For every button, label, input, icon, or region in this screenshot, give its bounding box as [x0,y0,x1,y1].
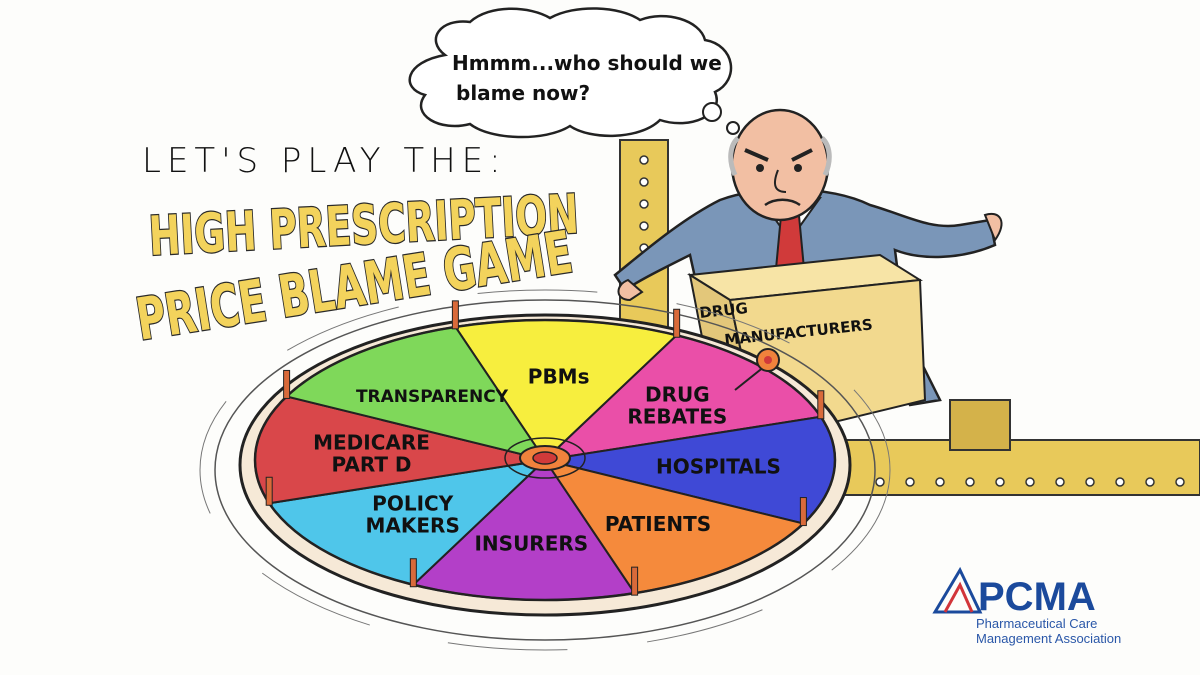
wheel-segment-label-line: MAKERS [366,514,460,538]
wheel-peg [817,390,825,420]
wheel-segment-label-line: REBATES [627,404,727,428]
pcma-logo-line-1: Pharmaceutical Care [976,616,1097,631]
wheel-segment-label-line: HOSPITALS [656,455,781,479]
wheel-peg [673,308,681,338]
wheel-segment-label-line: INSURERS [474,532,588,556]
wheel-shadow-ring [214,299,876,641]
head [730,108,830,222]
wheel-segment-label-line: DRUG [645,382,710,406]
wheel-peg [283,369,291,399]
box-label-line-1: DRUG [699,299,749,322]
left-hand [617,278,644,302]
right-eye [794,164,802,172]
wheel-hub-ring [504,437,586,479]
wheel-segment-label-line: PART D [332,452,412,476]
left-eye [756,164,764,172]
thought-bubble: Hmmm...who should we blame now? [408,7,753,145]
wheel-peg [409,558,417,588]
pointer-pivot-center [764,356,772,364]
wheel-peg [799,497,807,527]
thought-line-1: Hmmm...who should we [452,51,722,75]
wheel-segment-label-line: TRANSPARENCY [356,387,509,407]
wheel-segment-label: PATIENTS [605,512,711,536]
eyebrows [744,148,813,162]
mouth [764,198,801,207]
wheel-segment-label-line: POLICY [372,492,454,516]
wheel-pegs [265,300,825,596]
pcma-logo-mark [932,566,983,614]
wheel-segment-label-line: MEDICARE [313,430,430,454]
wheel-segment-label-line: PBMs [528,364,590,388]
machine-base [839,439,1200,496]
thought-dot-large [702,102,722,122]
thought-line-2: blame now? [456,81,590,105]
wheel-peg [265,476,273,506]
wheel-segment-label-line: PATIENTS [605,512,711,536]
wheel-segment-label: INSURERS [474,532,588,556]
thought-dot-medium [726,121,740,135]
wheel-peg [631,566,639,596]
pcma-logo-name: PCMA [978,575,1096,619]
pcma-logo-line-2: Management Association [976,631,1121,646]
wheel-hub-center [532,451,558,465]
wheel-segment-label: HOSPITALS [656,455,781,479]
wheel-outline [253,318,837,602]
title-lead: LET'S PLAY THE: [142,141,507,181]
machine-right-post [949,399,1011,451]
wheel-pointer [734,348,780,391]
pcma-logo-mark-accent [943,581,974,613]
nose [773,169,787,193]
thought-cloud [408,7,733,139]
hair-side [728,136,832,177]
wheel-segment-label: TRANSPARENCY [356,387,509,407]
wheel-segment-label: PBMs [528,364,590,388]
wheel-motion-ring [199,289,891,651]
pcma-logo: PCMA Pharmaceutical Care Management Asso… [932,566,1121,646]
wheel-peg [451,300,459,330]
right-hand [983,212,1003,243]
